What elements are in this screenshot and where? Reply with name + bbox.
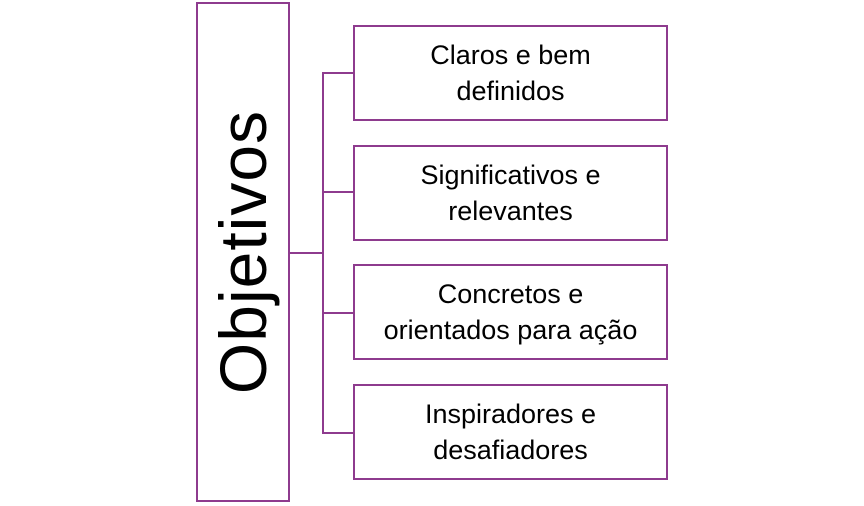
root-node-objetivos: Objetivos [196, 2, 290, 502]
child-node-label: Concretos e orientados para ação [383, 279, 638, 345]
child-node-1: Claros e bem definidos [353, 25, 668, 121]
child-node-2: Significativos e relevantes [353, 145, 668, 241]
connector-branch-3 [322, 312, 353, 314]
child-node-label: Inspiradores e desafiadores [424, 399, 597, 465]
root-node-label: Objetivos [206, 109, 280, 395]
connector-trunk [322, 72, 324, 434]
connector-root-stem [290, 252, 324, 254]
connector-branch-4 [322, 432, 353, 434]
child-node-label: Claros e bem definidos [430, 40, 591, 106]
child-node-label: Significativos e relevantes [420, 160, 601, 226]
connector-branch-1 [322, 72, 353, 74]
child-node-4: Inspiradores e desafiadores [353, 384, 668, 480]
connector-branch-2 [322, 191, 353, 193]
child-node-3: Concretos e orientados para ação [353, 264, 668, 360]
